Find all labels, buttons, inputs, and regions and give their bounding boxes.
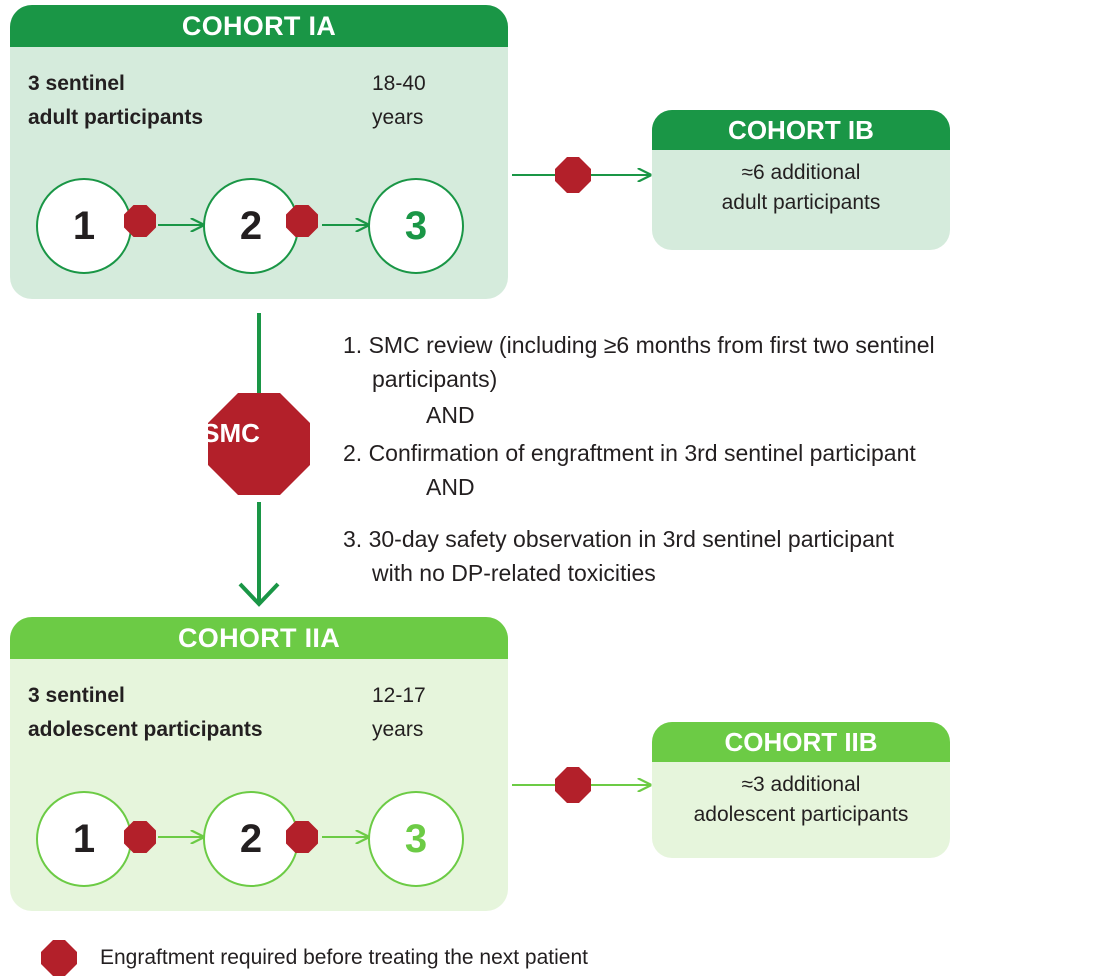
cohort-ia-line1: 3 sentinel — [28, 72, 125, 95]
stop-sign-icon — [555, 767, 591, 803]
and-connector-1: AND — [426, 402, 475, 428]
cohort-iia-to-iib-arrow — [512, 767, 650, 803]
participant-3-circle: 3 — [368, 178, 464, 274]
stop-sign-icon — [124, 205, 156, 237]
smc-criterion-2: 2. Confirmation of engraftment in 3rd se… — [343, 440, 916, 466]
cohort-ia-line2: adult participants — [28, 106, 204, 129]
participant-3-circle: 3 — [368, 791, 464, 887]
cohort-ia-age-unit: years — [372, 106, 424, 129]
cohort-ib-box: COHORT IB ≈6 additional adult participan… — [652, 110, 950, 250]
cohort-ia-arrows — [124, 205, 368, 237]
cohort-iia-arrows — [124, 821, 368, 853]
legend-stop-sign-icon — [41, 940, 77, 976]
cohort-iib-line2: adolescent participants — [693, 803, 909, 826]
cohort-ia-to-ib-arrow — [512, 157, 650, 193]
participant-1-circle: 1 — [36, 178, 132, 274]
smc-stop-sign-icon — [208, 393, 310, 495]
participant-1-circle: 1 — [36, 791, 132, 887]
cohort-ia-title: COHORT IA — [10, 5, 508, 47]
smc-label: SMC — [202, 418, 260, 448]
cohort-iib-box: COHORT IIB ≈3 additional adolescent part… — [652, 722, 950, 858]
smc-criterion-3: 3. 30-day safety observation in 3rd sent… — [343, 526, 895, 552]
cohort-iia-line2: adolescent participants — [28, 718, 263, 741]
cohort-ia-box: COHORT IA 3 sentinel adult participants … — [10, 5, 508, 299]
cohort-iia-title: COHORT IIA — [10, 617, 508, 659]
smc-criterion-1-cont: participants) — [372, 366, 498, 392]
stop-sign-icon — [286, 821, 318, 853]
cohort-iib-title: COHORT IIB — [652, 722, 950, 762]
cohort-iib-line1: ≈3 additional — [741, 773, 861, 796]
cohort-ib-line1: ≈6 additional — [741, 161, 861, 184]
stop-sign-icon — [124, 821, 156, 853]
cohort-iia-line1: 3 sentinel — [28, 684, 125, 707]
cohort-ia-age-range: 18-40 — [372, 72, 426, 95]
cohort-iia-age-range: 12-17 — [372, 684, 426, 707]
and-connector-2: AND — [426, 474, 475, 500]
legend-text: Engraftment required before treating the… — [100, 946, 588, 969]
cohort-ib-title: COHORT IB — [652, 110, 950, 150]
smc-criterion-1: 1. SMC review (including ≥6 months from … — [343, 332, 935, 358]
cohort-ib-line2: adult participants — [721, 191, 881, 214]
cohort-iia-age-unit: years — [372, 718, 424, 741]
smc-gate-arrow — [208, 313, 310, 607]
smc-criterion-3-cont: with no DP-related toxicities — [372, 560, 656, 586]
stop-sign-icon — [286, 205, 318, 237]
stop-sign-icon — [555, 157, 591, 193]
participant-2-circle: 2 — [203, 178, 299, 274]
cohort-iia-box: COHORT IIA 3 sentinel adolescent partici… — [10, 617, 508, 911]
